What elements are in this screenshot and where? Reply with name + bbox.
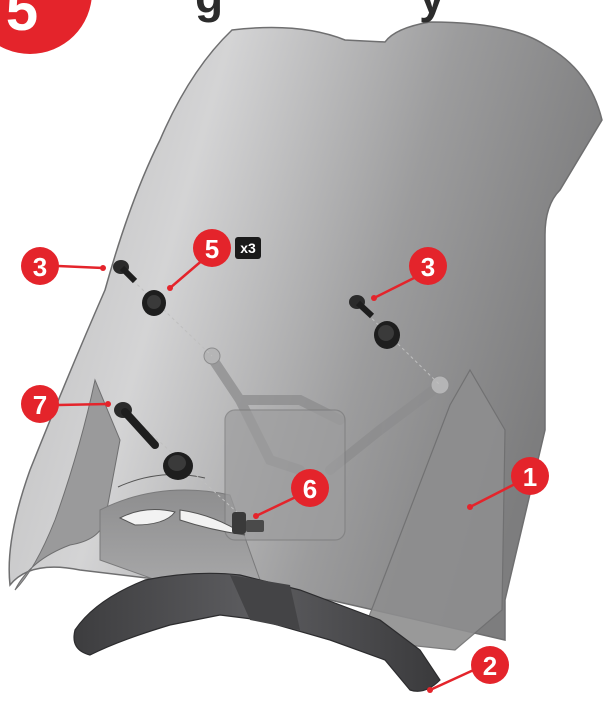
callout-3-left: 3 bbox=[21, 247, 59, 285]
step-heading-start: g bbox=[195, 0, 224, 23]
grommet-right bbox=[374, 321, 400, 349]
svg-text:6: 6 bbox=[303, 474, 317, 504]
windshield-body bbox=[9, 22, 602, 640]
callout-2: 2 bbox=[471, 646, 509, 684]
callout-1: 1 bbox=[511, 457, 549, 495]
svg-text:3: 3 bbox=[421, 252, 435, 282]
svg-text:1: 1 bbox=[523, 462, 537, 492]
step-badge: 5 bbox=[0, 0, 92, 54]
callout-7: 7 bbox=[21, 385, 59, 423]
quantity-tag: x3 bbox=[235, 237, 261, 259]
svg-text:5: 5 bbox=[205, 234, 219, 264]
callout-3-right: 3 bbox=[409, 247, 447, 285]
svg-text:3: 3 bbox=[33, 252, 47, 282]
step-heading-end: y bbox=[419, 0, 446, 23]
grommet-left bbox=[142, 290, 166, 316]
svg-text:7: 7 bbox=[33, 390, 47, 420]
step-heading: gy bbox=[195, 0, 446, 24]
callout-5: 5 bbox=[193, 229, 231, 267]
grommet-lower bbox=[163, 452, 193, 480]
step-number: 5 bbox=[6, 0, 38, 43]
svg-text:x3: x3 bbox=[240, 240, 256, 256]
callout-6: 6 bbox=[291, 469, 329, 507]
svg-text:2: 2 bbox=[483, 651, 497, 681]
